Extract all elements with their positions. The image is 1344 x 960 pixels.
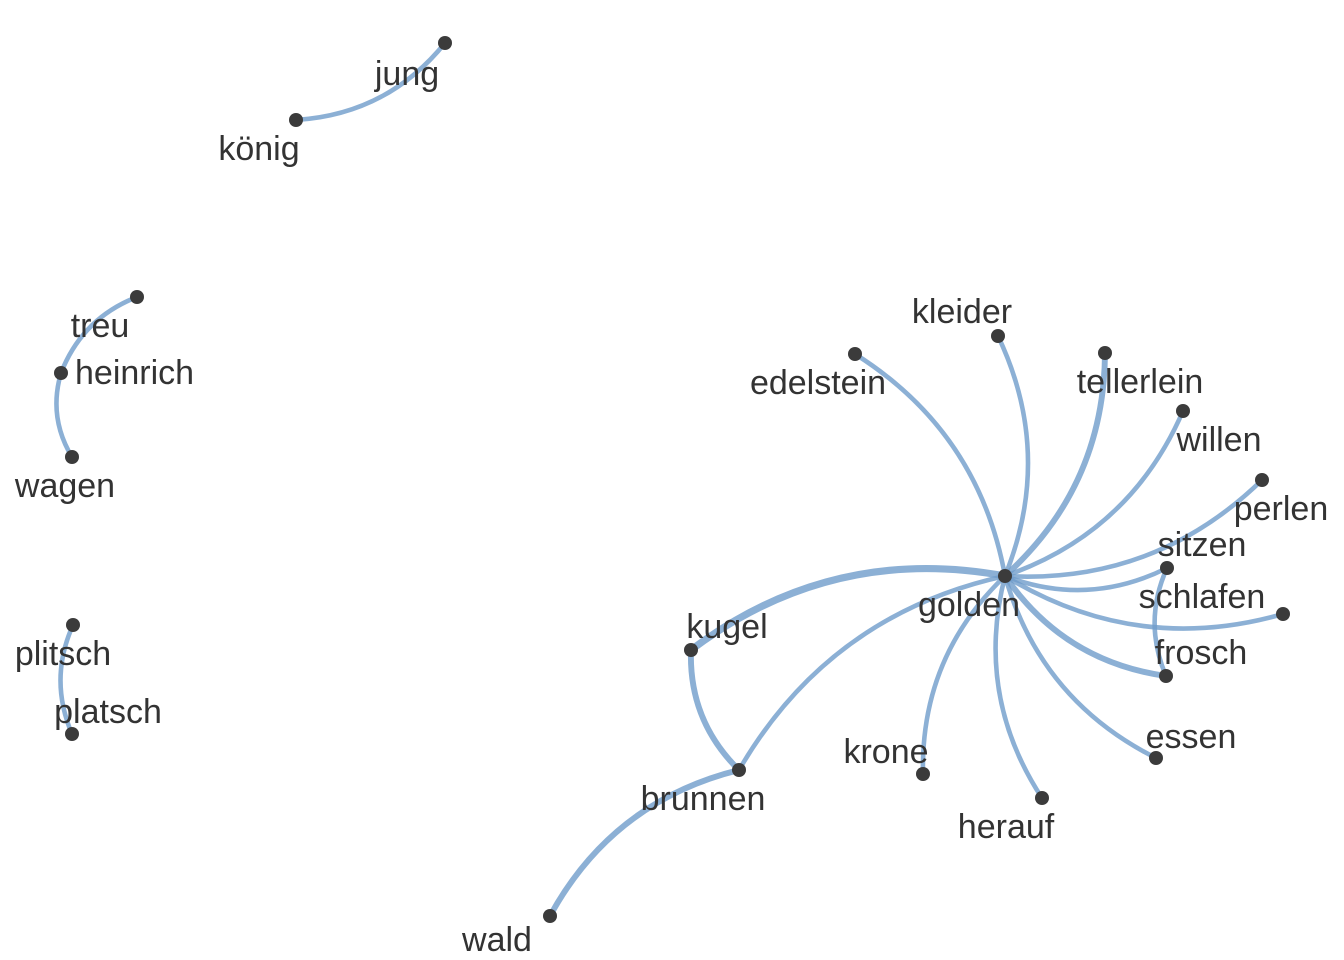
node-willen bbox=[1176, 404, 1190, 418]
node-tellerlein bbox=[1098, 346, 1112, 360]
label-koenig: könig bbox=[218, 130, 299, 168]
labels-layer: jung könig treu heinrich wagen plitsch platsch… bbox=[14, 55, 1328, 959]
edge-golden-herauf bbox=[993, 573, 1045, 801]
label-tellerlein: tellerlein bbox=[1077, 363, 1204, 401]
edge-golden-tellerlein bbox=[1002, 350, 1108, 579]
label-herauf: herauf bbox=[958, 808, 1055, 846]
label-platsch: platsch bbox=[54, 693, 162, 731]
edge-golden-brunnen bbox=[736, 573, 1008, 773]
label-wagen: wagen bbox=[14, 467, 115, 505]
edge-golden-perlen bbox=[1002, 477, 1265, 579]
label-heinrich: heinrich bbox=[75, 354, 194, 392]
node-plitsch bbox=[66, 618, 80, 632]
label-schlafen: schlafen bbox=[1139, 578, 1266, 616]
edge-golden-krone bbox=[920, 573, 1008, 777]
edge-golden-edelstein bbox=[852, 351, 1008, 579]
label-frosch: frosch bbox=[1155, 634, 1248, 672]
node-heinrich bbox=[54, 366, 68, 380]
node-kugel bbox=[684, 643, 698, 657]
node-herauf bbox=[1035, 791, 1049, 805]
label-willen: willen bbox=[1175, 421, 1261, 459]
node-wald bbox=[543, 909, 557, 923]
edge-golden-willen bbox=[1002, 408, 1186, 579]
edge-golden-sitzen bbox=[1002, 565, 1170, 593]
node-wagen bbox=[65, 450, 79, 464]
edge-heinrich-wagen bbox=[54, 370, 75, 460]
label-edelstein: edelstein bbox=[750, 364, 886, 402]
edge-plitsch-platsch bbox=[58, 622, 76, 737]
edge-koenig-jung bbox=[293, 40, 448, 123]
node-koenig bbox=[289, 113, 303, 127]
node-schlafen bbox=[1276, 607, 1290, 621]
edge-golden-schlafen bbox=[1002, 573, 1286, 631]
edges-layer bbox=[54, 40, 1286, 919]
label-brunnen: brunnen bbox=[641, 780, 766, 818]
node-platsch bbox=[65, 727, 79, 741]
node-sitzen bbox=[1160, 561, 1174, 575]
node-kleider bbox=[991, 329, 1005, 343]
edge-sitzen-frosch bbox=[1152, 565, 1170, 679]
node-brunnen bbox=[732, 763, 746, 777]
node-frosch bbox=[1159, 669, 1173, 683]
node-golden bbox=[998, 569, 1012, 583]
label-krone: krone bbox=[843, 733, 928, 771]
nodes-layer bbox=[54, 36, 1290, 923]
node-jung bbox=[438, 36, 452, 50]
node-krone bbox=[916, 767, 930, 781]
label-essen: essen bbox=[1146, 718, 1237, 756]
edge-golden-kugel bbox=[687, 565, 1009, 654]
label-treu: treu bbox=[71, 307, 130, 345]
label-golden: golden bbox=[918, 586, 1020, 624]
edge-golden-essen bbox=[1002, 573, 1159, 761]
label-kugel: kugel bbox=[686, 608, 767, 646]
edge-brunnen-wald bbox=[547, 767, 742, 919]
node-essen bbox=[1149, 751, 1163, 765]
edge-golden-frosch bbox=[1002, 573, 1169, 679]
label-sitzen: sitzen bbox=[1158, 526, 1247, 564]
label-jung: jung bbox=[374, 55, 439, 93]
label-wald: wald bbox=[461, 921, 532, 959]
node-treu bbox=[130, 290, 144, 304]
edge-kugel-brunnen bbox=[688, 647, 742, 773]
node-perlen bbox=[1255, 473, 1269, 487]
label-kleider: kleider bbox=[912, 293, 1012, 331]
edge-treu-heinrich bbox=[58, 294, 140, 376]
node-edelstein bbox=[848, 347, 862, 361]
edge-golden-kleider bbox=[995, 333, 1031, 579]
label-perlen: perlen bbox=[1234, 490, 1329, 528]
label-plitsch: plitsch bbox=[15, 635, 111, 673]
